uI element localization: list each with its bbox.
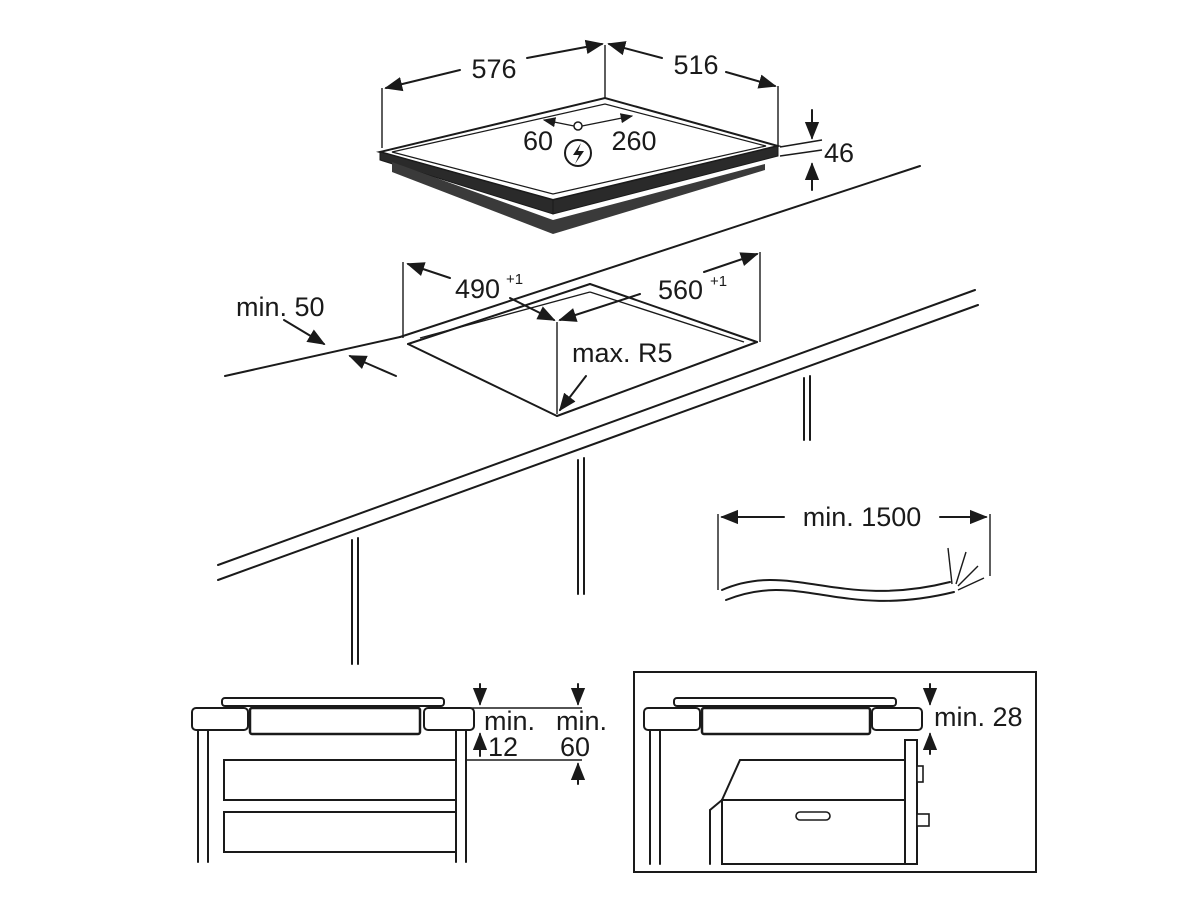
dim-cutout-width-tolerance: +1 [710, 273, 727, 290]
dim-hob-depth: 516 [673, 50, 718, 80]
dim-cutout-depth-tolerance: +1 [506, 271, 523, 288]
depth-value-60: 60 [560, 732, 590, 762]
dim-connection-left: 60 [523, 126, 553, 156]
oven-gap-label: min. 28 [934, 702, 1023, 732]
dim-min-cable-length: min. 1500 [803, 502, 922, 532]
worktop [217, 165, 979, 665]
dim-cutout-width: 560 [658, 275, 703, 305]
installation-oven [633, 671, 1037, 873]
dim-connection-right: 260 [611, 126, 656, 156]
lightning-icon [564, 139, 592, 167]
installation-drawers [191, 683, 586, 863]
dim-min-front-distance: min. 50 [236, 292, 325, 322]
dim-hob-height: 46 [824, 138, 854, 168]
oven-panel-frame [633, 671, 1037, 873]
dim-hob-width: 576 [471, 54, 516, 84]
cable-icon [717, 514, 991, 602]
depth-label-min: min. [556, 706, 607, 736]
dim-cutout-depth: 490 [455, 274, 500, 304]
dim-max-radius: max. R5 [572, 338, 673, 368]
gap-value-12: 12 [488, 732, 518, 762]
gap-label-min: min. [484, 706, 535, 736]
